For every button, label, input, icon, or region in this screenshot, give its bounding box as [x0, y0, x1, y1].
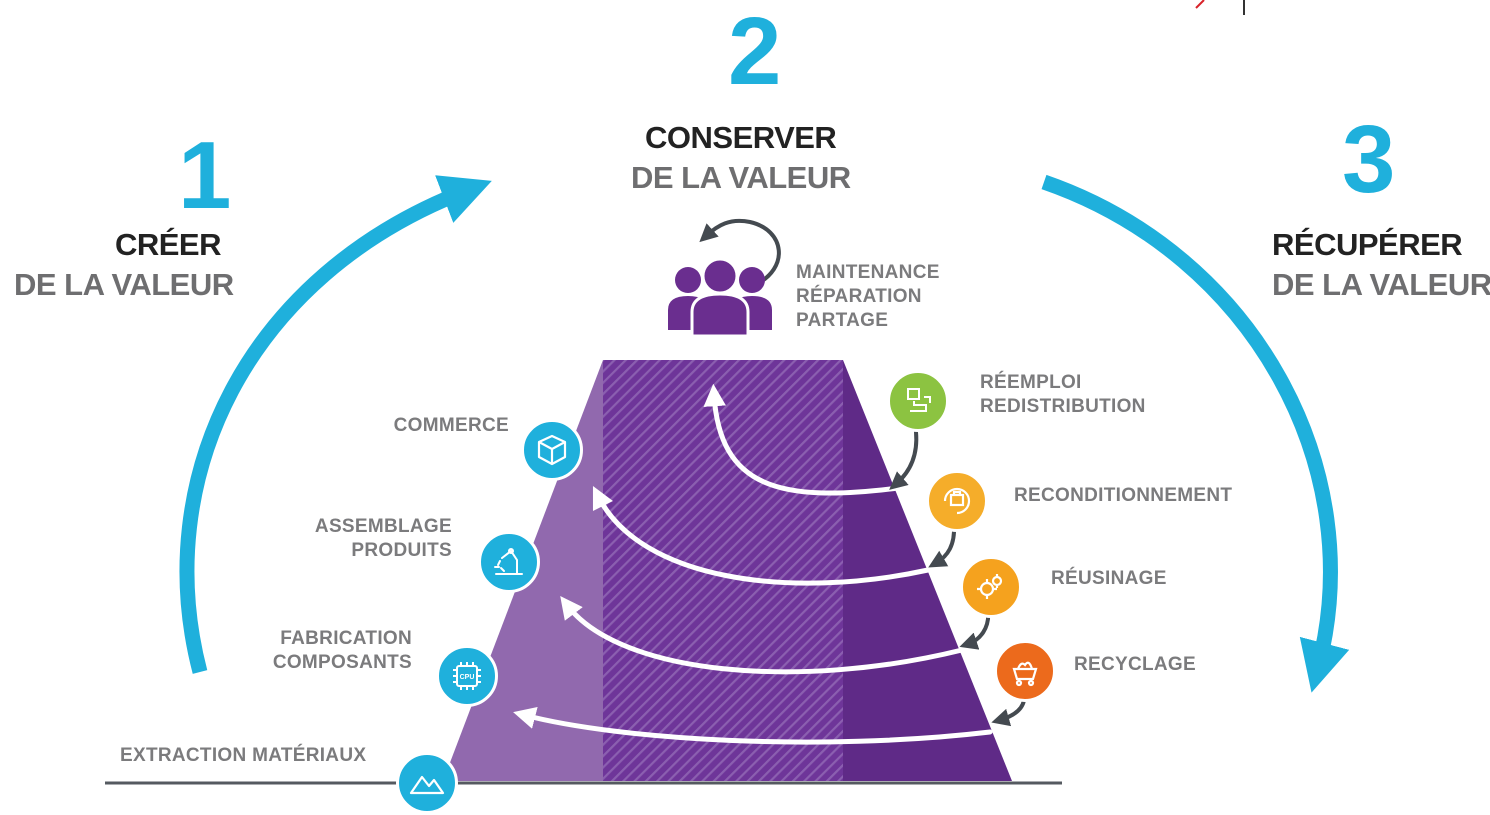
stage-1-subtitle: DE LA VALEUR — [14, 267, 234, 302]
reuse-box-icon — [887, 370, 949, 432]
recycle-cart-icon — [994, 640, 1056, 702]
usage-label-maintenance: MAINTENANCE — [796, 262, 940, 283]
corner-red-mark — [1195, 0, 1205, 9]
recover-cycle-arrow — [1041, 174, 1350, 693]
svg-text:CPU: CPU — [460, 674, 475, 681]
stage-1-number: 1 — [178, 122, 232, 229]
usage-label-sharing: PARTAGE — [796, 310, 889, 331]
stage-2-number: 2 — [728, 0, 782, 105]
loop-arrow-recycle — [513, 706, 993, 745]
stage-1-title: CRÉER — [114, 227, 222, 262]
usage-label-repair: RÉPARATION — [796, 286, 922, 307]
stage-3-subtitle: DE LA VALEUR — [1272, 267, 1490, 302]
label-fabrication-line1: FABRICATION — [280, 628, 412, 649]
loop-arrows — [513, 383, 993, 745]
label-assembly-line1: ASSEMBLAGE — [314, 516, 452, 537]
label-refurbishment: RECONDITIONNEMENT — [1014, 485, 1233, 506]
label-reuse-line2: REDISTRIBUTION — [980, 396, 1146, 417]
stage-2-title: CONSERVER — [645, 120, 837, 155]
mountain-icon — [396, 752, 458, 814]
label-assembly-line2: PRODUITS — [351, 540, 452, 561]
loop-arrow-refurbish — [592, 485, 931, 586]
people-group-icon — [668, 257, 772, 338]
loop-arrow-reuse — [703, 383, 901, 496]
label-extraction: EXTRACTION MATÉRIAUX — [120, 745, 367, 766]
robot-arm-icon — [478, 531, 540, 593]
create-cycle-arrow — [179, 175, 492, 674]
stage-3-title: RÉCUPÉRER — [1272, 227, 1463, 262]
label-fabrication-line2: COMPOSANTS — [272, 652, 412, 673]
loop-arrow-remanufacture — [560, 596, 965, 675]
box-icon — [521, 419, 583, 481]
label-reuse-line1: RÉEMPLOI — [980, 372, 1082, 393]
label-commerce: COMMERCE — [393, 415, 509, 436]
cpu-chip-icon: CPU — [436, 645, 498, 707]
gears-icon — [960, 556, 1022, 618]
cascade-arrow-1 — [889, 430, 919, 490]
label-recycling: RECYCLAGE — [1074, 654, 1196, 675]
label-remanufacturing: RÉUSINAGE — [1051, 568, 1167, 589]
pyramid-center-face — [603, 360, 843, 781]
stage-3-number: 3 — [1342, 106, 1396, 213]
maintenance-loop-arrow — [699, 218, 781, 287]
refurbish-icon — [926, 470, 988, 532]
stage-2-subtitle: DE LA VALEUR — [631, 160, 851, 195]
